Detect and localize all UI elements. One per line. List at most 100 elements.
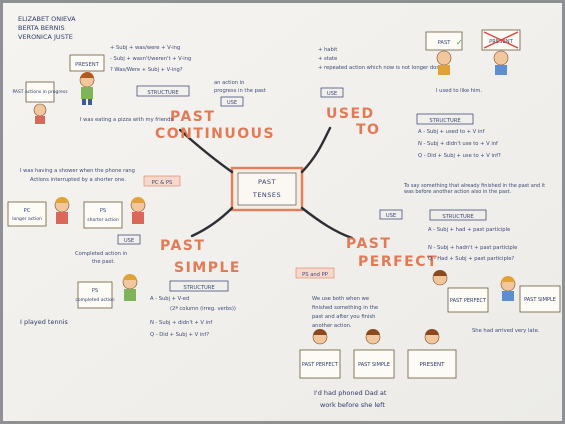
- pp-signs-illustration: PAST PERFECT PAST SIMPLE: [432, 270, 561, 313]
- pp-sign-past-simple: [519, 285, 561, 313]
- tl-sign-pp-text: PAST PERFECT: [302, 362, 339, 368]
- kid-body-1: [81, 87, 93, 99]
- pp-badge-text: PS and PP: [302, 272, 328, 278]
- ps-title-line1: PAST: [160, 238, 205, 254]
- connector-past-simple: [190, 206, 234, 238]
- pp-structure-label: STRUCTURE: [442, 214, 473, 220]
- ut-title-line1: USED: [326, 106, 375, 122]
- ut-use-line-3: + repeated action which now is not longe…: [318, 65, 443, 71]
- pp-use-label: USE: [386, 213, 396, 219]
- pc-structure-line-3: ? Was/Were + Subj + V-ing?: [110, 67, 183, 73]
- tl-sign-ps: [353, 349, 395, 379]
- pc-structure-line-1: + Subj + was/were + V-ing: [110, 45, 180, 51]
- pp-sign-past-perfect-text: PAST PERFECT: [450, 298, 487, 304]
- pc-structure-label: STRUCTURE: [147, 90, 178, 96]
- present-sign: [69, 54, 105, 72]
- connector-past-continuous: [178, 128, 234, 174]
- tl-sign-present: [407, 349, 457, 379]
- kid-past-progress-illustration: PAST actions in progress: [12, 81, 68, 124]
- ps-use-text-2: the past.: [92, 259, 115, 265]
- pp-sign-past-perfect: [447, 287, 489, 313]
- pp-example: She had arrived very late.: [472, 328, 540, 334]
- pp-kid-hair-2: [501, 276, 515, 282]
- pp-kid-hair-1: [433, 270, 447, 276]
- ut-title-line2: TO: [356, 122, 380, 138]
- ps-structure-line-3: N - Subj + didn't + V inf: [150, 320, 212, 326]
- pc-badge: [143, 175, 181, 187]
- pc-badge-text: PC & PS: [152, 180, 173, 186]
- kid-leg-1a: [82, 99, 86, 105]
- pp-note-3: past and after you finish: [312, 314, 375, 320]
- author-3: VERONICA JUSTE: [18, 33, 73, 41]
- ut-use-label: USE: [327, 91, 337, 97]
- connector-used-to: [300, 126, 332, 174]
- present-sign-text: PRESENT: [75, 62, 99, 68]
- pp-note-1: We use both when we: [312, 296, 369, 302]
- authors-block: ELIZABET ONIEVA BERTA BERNIS VERONICA JU…: [18, 15, 76, 41]
- pp-bottom-example-2: work before she left: [320, 401, 385, 409]
- ps-kid-body-1: [56, 212, 68, 224]
- ps-shorter-sign: [83, 201, 123, 229]
- pp-badge: [295, 267, 335, 279]
- ps-structure-box: [169, 280, 229, 292]
- kid-leg-1b: [88, 99, 92, 105]
- ut-structure-line-1: A - Subj + used to + V inf: [418, 129, 485, 135]
- tl-sign-ps-text: PAST SIMPLE: [358, 362, 390, 368]
- ut-use-line-2: + state: [318, 56, 337, 62]
- pp-use-text-wrap: To say something that already finished i…: [404, 183, 546, 195]
- ps-kid-body-3: [124, 289, 136, 301]
- pc-example2: I was having a shower when the phone ran…: [20, 168, 135, 174]
- center-inner: [237, 172, 297, 206]
- ps-kid-hair-2: [131, 197, 145, 203]
- kid-hair-1: [80, 72, 94, 78]
- pp-kid-body-2: [502, 291, 514, 301]
- ps-ps-sign-illustration: PS shorter action: [83, 197, 146, 229]
- ps-completed-sign-sub: completed action: [75, 297, 114, 303]
- ps-completed-sign: [77, 281, 113, 309]
- ps-structure-line-1: A - Subj + V-ed: [150, 296, 189, 302]
- center-line1: PAST: [258, 178, 276, 186]
- ps-pc-sign-illustration: PC longer action: [7, 197, 70, 227]
- pp-use-box: [379, 209, 403, 220]
- kids-past-present-illustration: PAST ✓ PRESENT: [425, 29, 521, 75]
- center-line2: TENSES: [252, 191, 281, 199]
- pc-use-text-2: progress in the past: [214, 88, 266, 94]
- tl-sign-present-text: PRESENT: [419, 362, 445, 368]
- ps-shorter-sign-title: PS: [100, 208, 106, 214]
- author-1: ELIZABET ONIEVA: [18, 15, 76, 23]
- pc-use-box: [220, 96, 244, 107]
- ps-completed-sign-illustration: PS completed action: [75, 274, 138, 309]
- ut-use-box: [320, 87, 344, 98]
- pp-use-text: To say something that already finished i…: [404, 183, 546, 195]
- ps-kid-hair-1: [55, 197, 69, 203]
- tl-hair-2: [366, 329, 380, 335]
- pp-bottom-example-1: I'd had phoned Dad at: [314, 389, 387, 397]
- pc-example2-note: Actions interrupted by a shorter one.: [30, 177, 126, 183]
- center-box: PAST TENSES: [230, 166, 304, 212]
- ps-structure-label: STRUCTURE: [183, 285, 214, 291]
- tl-hair-1: [313, 329, 327, 335]
- past-continuous-section: PAST CONTINUOUS STRUCTURE + Subj + was/w…: [12, 45, 274, 187]
- ut-structure-label: STRUCTURE: [429, 118, 460, 124]
- ut-sign-past-text: PAST: [438, 40, 452, 46]
- cross-icon: [483, 31, 519, 49]
- pc-longer-sign-title: PC: [24, 208, 31, 214]
- pc-structure-box: [136, 85, 190, 97]
- author-2: BERTA BERNIS: [18, 24, 65, 32]
- pp-title-line1: PAST: [346, 236, 391, 252]
- pc-title-line1: PAST: [170, 109, 215, 125]
- ut-kid-head-1: [436, 50, 452, 66]
- tl-hair-3: [425, 329, 439, 335]
- ut-kid-body-2: [495, 65, 507, 75]
- ps-kid-body-2: [132, 212, 144, 224]
- past-simple-section: PAST SIMPLE USE Completed action in the …: [7, 197, 239, 338]
- ps-use-box: [117, 234, 141, 245]
- ps-structure-line-2: (2ª column (irreg. verbs)): [170, 306, 236, 312]
- tl-sign-pp: [299, 349, 341, 379]
- past-progress-sign: [25, 81, 55, 103]
- branch-connectors: [178, 126, 354, 240]
- pp-structure-box: [429, 209, 487, 221]
- kid-present-illustration: PRESENT: [69, 54, 105, 105]
- pc-use-label: USE: [227, 100, 237, 106]
